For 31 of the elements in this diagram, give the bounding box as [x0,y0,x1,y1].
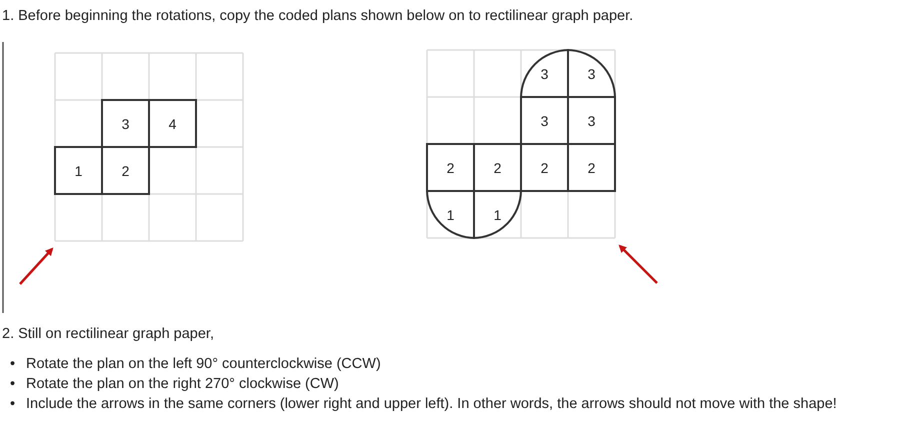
rounded-plan-cell [567,49,616,98]
height-number: 2 [494,160,502,176]
height-number: 3 [122,116,130,132]
plan-cell [101,99,150,148]
plan-cell [101,146,150,195]
height-number: 3 [540,112,548,128]
height-number: 3 [588,66,596,82]
rounded-plan-cell [426,190,475,239]
height-number: 2 [540,160,548,176]
height-number: 4 [168,116,176,132]
bullet-marker: • [10,376,16,392]
bullet-item: Rotate the plan on the left 90° counterclockwise (CCW) [26,356,381,372]
height-number: 2 [446,160,454,176]
height-number: 3 [540,66,548,82]
bullet-item: Include the arrows in the same corners (lower right and upper left). In other words, the arrows should not move with the shape! [26,396,837,412]
bullet-marker: • [10,356,16,372]
plan-cell [54,146,103,195]
height-number: 1 [74,162,82,178]
height-number: 1 [494,206,502,222]
plan-cell [426,143,475,192]
height-number: 3 [588,112,596,128]
rounded-plan-cell [473,190,522,239]
bullet-marker: • [10,396,16,412]
plan-cell [567,143,616,192]
plan-cell [148,99,197,148]
instruction-text: 1. Before beginning the rotations, copy the coded plans shown below on to rectilinear graph paper. [2,8,634,24]
height-number: 1 [446,206,454,222]
instruction-text: 2. Still on rectilinear graph paper, [2,326,214,342]
height-number: 2 [122,162,130,178]
bullet-item: Rotate the plan on the right 270° clockwise (CW) [26,376,339,392]
height-number: 2 [588,160,596,176]
